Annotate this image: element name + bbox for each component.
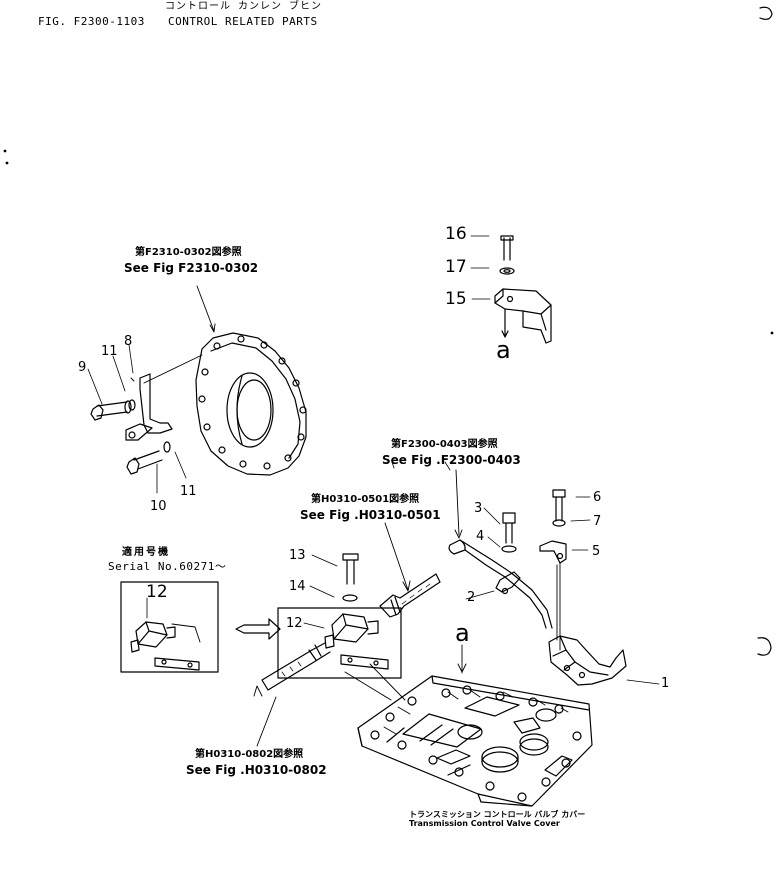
ref-h0802-jp: 第H0310-0802図参照 (195, 749, 304, 760)
bracket-8-group (87, 344, 187, 494)
valve-block-group (235, 522, 441, 747)
ref-f2310-en: See Fig F2310-0302 (124, 261, 259, 275)
ref-f2310-jp: 第F2310-0302図参照 (135, 247, 242, 258)
part-label-15: 15 (445, 289, 467, 309)
ref-h0802-en: See Fig .H0310-0802 (186, 763, 327, 777)
part-label-1: 1 (661, 676, 670, 691)
ref-h0501-en: See Fig .H0310-0501 (300, 508, 441, 522)
part-label-3: 3 (474, 501, 483, 516)
bracket-15-group (470, 235, 552, 344)
figure-number: FIG. F2300-1103 (38, 15, 145, 28)
housing-f2310 (143, 332, 307, 476)
part-label-11a: 11 (101, 344, 118, 359)
ref-h0501-jp: 第H0310-0501図参照 (311, 494, 420, 505)
part-label-16: 16 (445, 224, 467, 244)
serial-number: Serial No.60271～ (108, 560, 227, 573)
part-label-10: 10 (150, 499, 167, 514)
part-label-7: 7 (593, 514, 602, 529)
figure-title: CONTROL RELATED PARTS (168, 15, 318, 28)
part-label-14: 14 (289, 579, 306, 594)
part-label-5: 5 (592, 544, 601, 559)
part-label-17: 17 (445, 257, 467, 277)
hose-clamp-group (391, 461, 591, 651)
serial-inset (120, 581, 219, 673)
valve-cover (357, 644, 593, 807)
callout-a-upper: a (496, 336, 511, 364)
cover-label-en: Transmission Control Valve Cover (409, 819, 560, 828)
title-japanese: コントロール カンレン ブヒン (165, 1, 323, 12)
part-label-2: 2 (467, 590, 476, 605)
serial-jp: 適用号機 (122, 547, 170, 558)
part-label-13: 13 (289, 548, 306, 563)
ref-f2300-en: See Fig .F2300-0403 (382, 453, 521, 467)
cover-label-jp: トランスミッション コントロール バルブ カバー (409, 810, 586, 819)
bracket-1 (548, 635, 660, 686)
callout-a-lower: a (455, 619, 470, 647)
part-label-12: 12 (286, 616, 303, 631)
part-label-11b: 11 (180, 484, 197, 499)
part-label-8: 8 (124, 334, 133, 349)
part-label-4: 4 (476, 529, 485, 544)
part-label-6: 6 (593, 490, 602, 505)
part-label-9: 9 (78, 360, 87, 375)
ref-f2300-jp: 第F2300-0403図参照 (391, 439, 498, 450)
part-label-12-inset: 12 (146, 582, 168, 602)
